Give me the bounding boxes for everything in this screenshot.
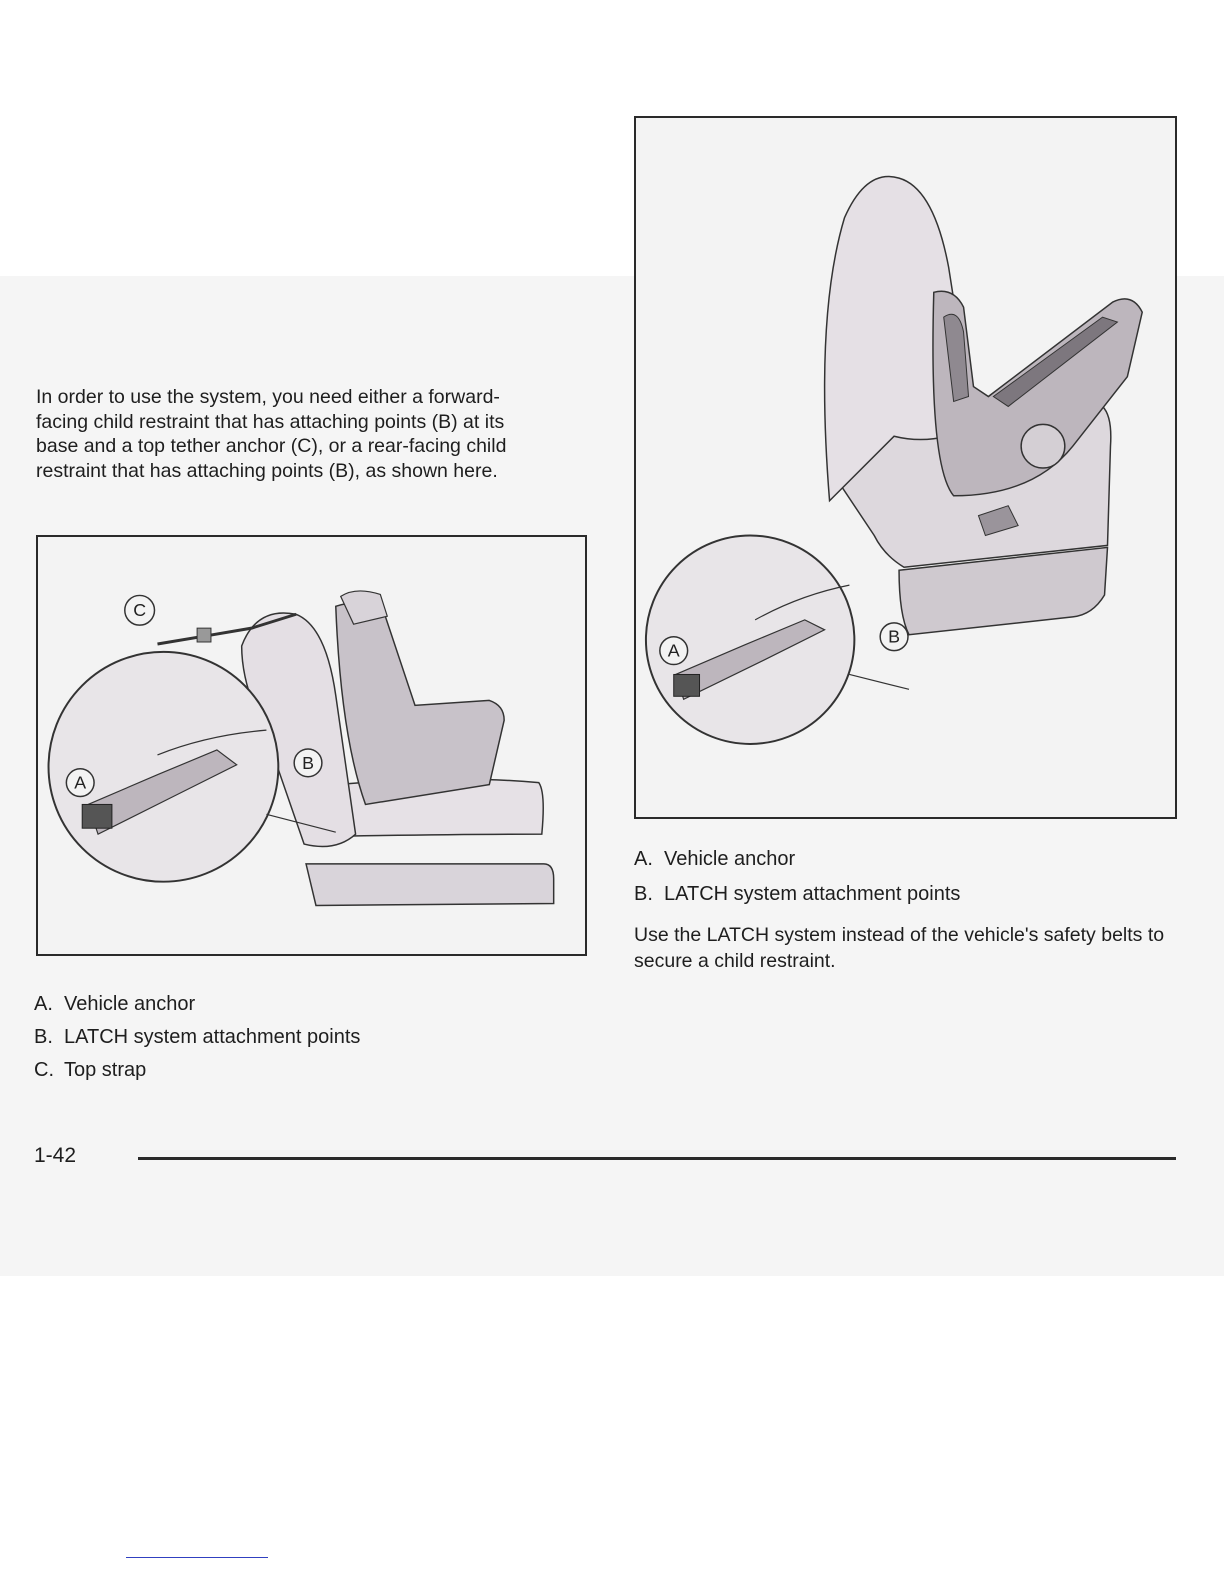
inset-seat-edge-shape xyxy=(157,729,267,756)
callout-a-circle xyxy=(65,768,95,798)
carrier-shell-dark-shape xyxy=(992,316,1119,408)
intro-paragraph: In order to use the system, you need eit… xyxy=(36,386,507,482)
legend-text: LATCH system attachment points xyxy=(664,883,961,905)
legend-text: LATCH system attachment points xyxy=(64,1026,361,1048)
seat-base-shape xyxy=(305,863,555,907)
carrier-latch-shape xyxy=(977,505,1019,537)
inset-seat-edge-shape xyxy=(754,584,850,621)
magnified-inset-circle xyxy=(47,650,280,883)
inset-leader-line xyxy=(849,673,910,690)
legend-key: A. xyxy=(634,848,653,870)
rear-facing-seat-illustration: A B xyxy=(644,175,1144,745)
tether-buckle-shape xyxy=(196,627,212,643)
figure2-legend: A. Vehicle anchor B. LATCH system attachme… xyxy=(634,842,960,912)
seat-base-shape xyxy=(898,546,1109,636)
carrier-handle-pivot-shape xyxy=(1020,423,1066,469)
legend-key: B. xyxy=(34,1026,53,1048)
inset-leader-line xyxy=(266,813,336,833)
child-seat-shape xyxy=(335,602,505,806)
inset-anchor-bar-shape xyxy=(673,673,701,697)
legend-key: B. xyxy=(634,883,653,905)
callout-b-label: B xyxy=(302,753,314,773)
legend-text: Top strap xyxy=(64,1059,147,1081)
callout-a-label: A xyxy=(74,773,86,793)
callout-b-circle xyxy=(879,622,909,652)
legend-item: A. Vehicle anchor xyxy=(634,842,960,877)
latch-note-paragraph: Use the LATCH system instead of the vehi… xyxy=(634,924,1165,972)
legend-item: B. LATCH system attachment points xyxy=(634,877,960,912)
legend-item: B. LATCH system attachment points xyxy=(34,1021,360,1054)
child-seat-headrest-shape xyxy=(339,590,389,625)
legend-item: A. Vehicle anchor xyxy=(34,988,360,1021)
legend-text: Vehicle anchor xyxy=(664,848,796,870)
callout-b-circle xyxy=(293,748,323,778)
inset-anchor-shape xyxy=(87,749,238,835)
figure1-legend: A. Vehicle anchor B. LATCH system attachme… xyxy=(34,988,360,1087)
rear-facing-seat-figure: A B xyxy=(634,116,1177,819)
bottom-link-underline xyxy=(126,1557,268,1558)
callout-c-label: C xyxy=(133,600,146,620)
page-number: 1-42 xyxy=(34,1144,77,1167)
callout-a-label: A xyxy=(668,641,680,661)
callout-a-circle xyxy=(659,635,689,666)
carrier-padding-shape xyxy=(943,313,970,403)
top-tether-strap-shape xyxy=(157,612,297,646)
forward-facing-seat-figure: C A B xyxy=(36,535,587,956)
inset-anchor-bar-shape xyxy=(81,803,113,829)
forward-facing-seat-illustration: C A B xyxy=(47,590,555,907)
callout-b-label: B xyxy=(888,627,900,647)
callout-c-circle xyxy=(124,594,156,626)
legend-key: C. xyxy=(34,1059,54,1081)
legend-item: C. Top strap xyxy=(34,1054,360,1087)
inset-anchor-shape xyxy=(674,619,826,701)
legend-key: A. xyxy=(34,993,53,1015)
legend-text: Vehicle anchor xyxy=(64,993,196,1015)
footer-rule xyxy=(138,1157,1176,1160)
